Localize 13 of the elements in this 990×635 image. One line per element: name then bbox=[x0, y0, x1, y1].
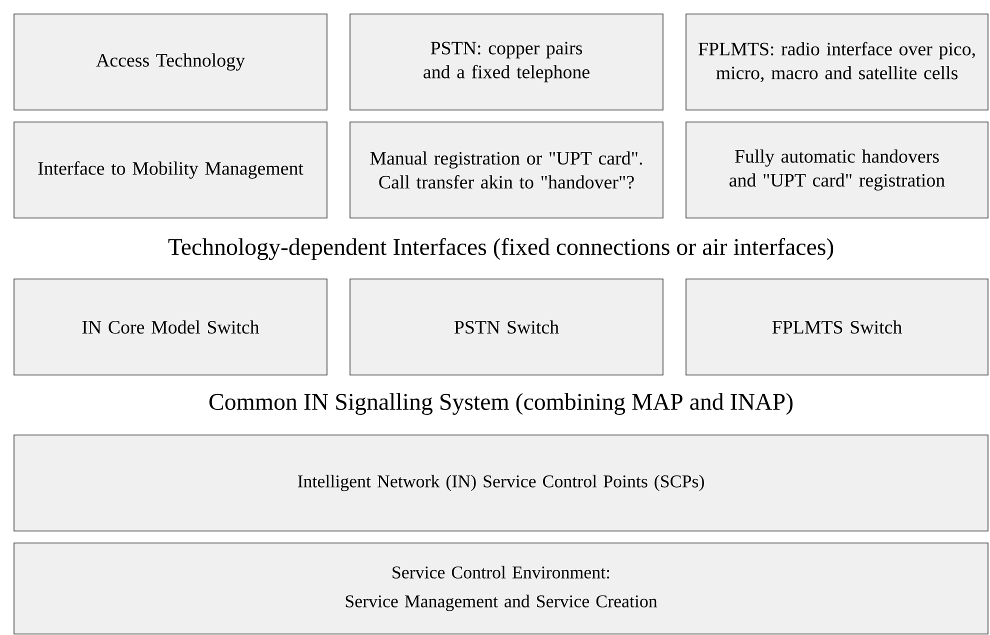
text-box: Access Technology bbox=[14, 14, 328, 110]
text-box: FPLMTS Switch bbox=[686, 278, 988, 376]
text-box: IN Core Model Switch bbox=[14, 278, 328, 376]
text-box: Manual registration or "UPT card". Call transfer akin to "handover"? bbox=[350, 122, 664, 218]
band-label: Technology-dependent Interfaces (fixed connections or air interfaces) bbox=[168, 238, 834, 260]
text-box: Interface to Mobility Management bbox=[14, 122, 328, 218]
text-box: Service Control Environment: Service Management and Service Creation bbox=[14, 542, 988, 634]
text-box: Intelligent Network (IN) Service Control Points (SCPs) bbox=[14, 434, 988, 532]
text-box: FPLMTS: radio interface over pico, micro, macro and satellite cells bbox=[686, 14, 988, 110]
text-box: PSTN: copper pairs and a fixed telephone bbox=[350, 14, 664, 110]
text-box: Fully automatic handovers and "UPT card" registration bbox=[686, 122, 988, 218]
text-box: PSTN Switch bbox=[350, 278, 664, 376]
band-label: Common IN Signalling System (combining MAP and INAP) bbox=[209, 393, 793, 415]
